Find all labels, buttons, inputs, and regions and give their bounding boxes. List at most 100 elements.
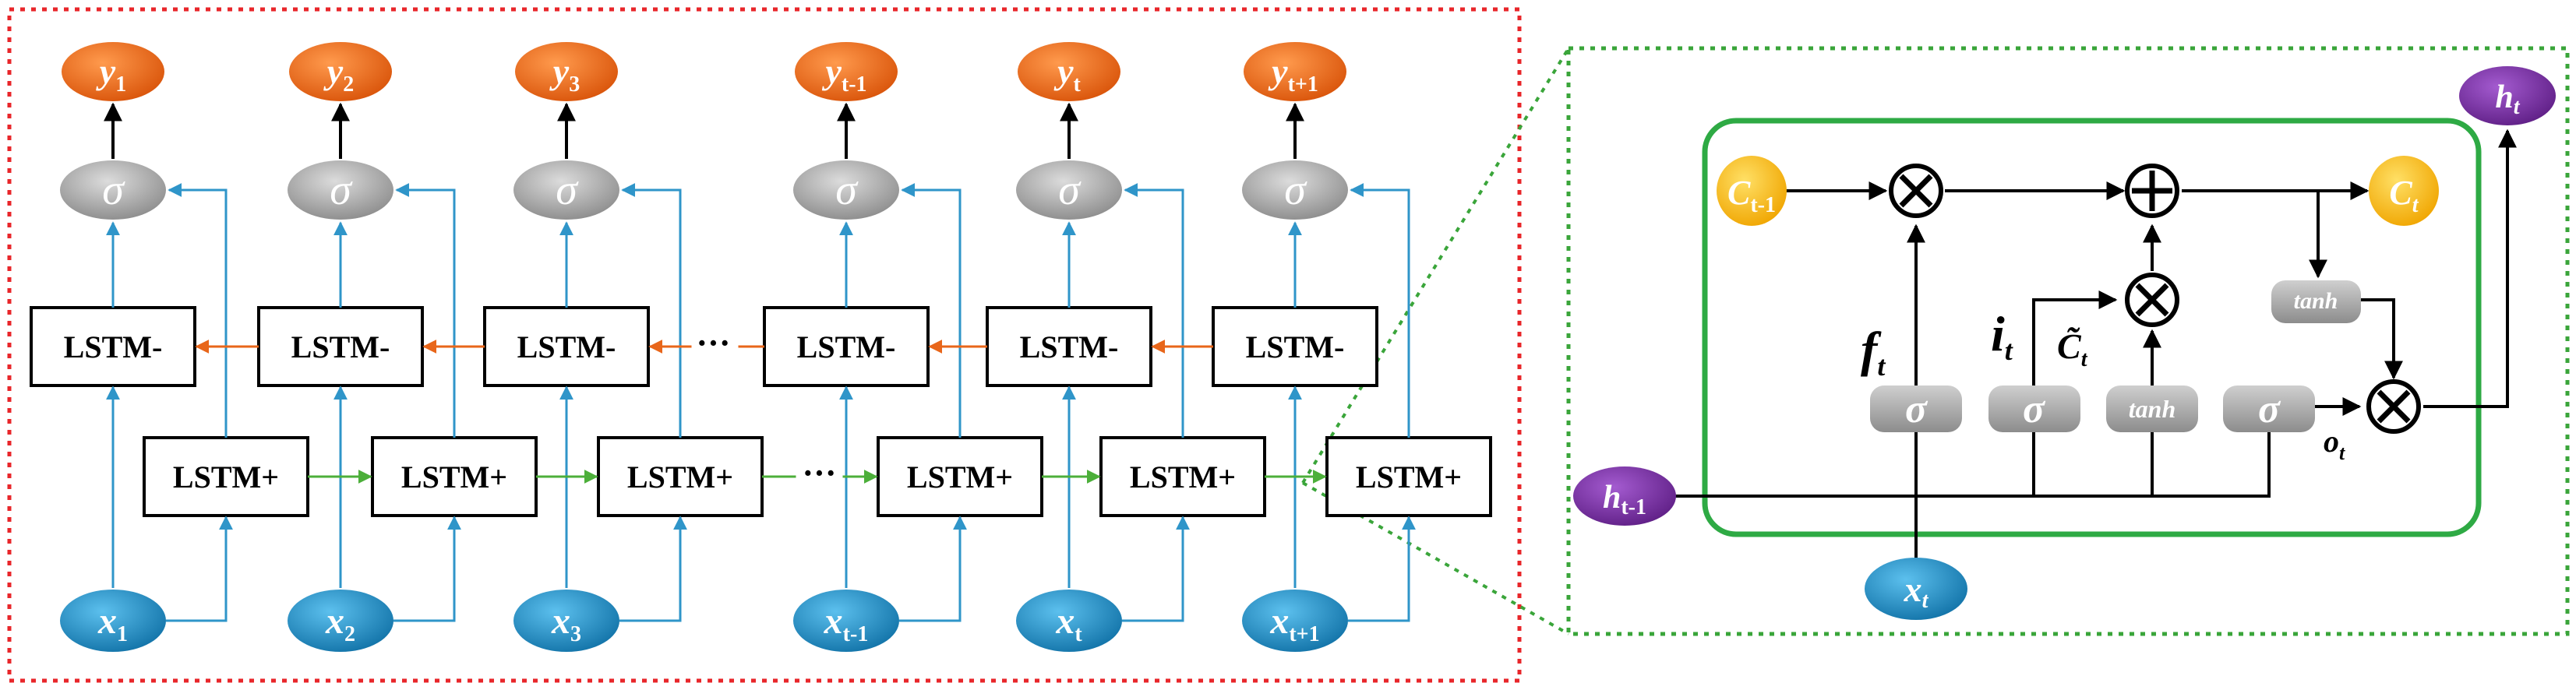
lstm-forward-label: LSTM+ — [1130, 459, 1236, 495]
output-node — [62, 42, 164, 101]
lstm-forward-label: LSTM+ — [907, 459, 1013, 495]
forward-to-sigma-arrow — [901, 183, 962, 438]
lstm-backward-label: LSTM- — [1020, 329, 1119, 364]
input-to-forward-arrow — [1122, 516, 1190, 622]
input-label: x2 — [325, 600, 355, 646]
input-node — [60, 590, 166, 652]
svg-text:Ct: Ct — [2389, 174, 2419, 217]
svg-text:ht: ht — [2495, 79, 2520, 119]
c-tilde-label: C̃t — [2057, 326, 2088, 371]
input-multiply-node — [2125, 273, 2179, 327]
lstm-backward-label: LSTM- — [797, 329, 896, 364]
forget-multiply-node — [1889, 164, 1943, 218]
forward-to-sigma-arrow — [621, 183, 682, 438]
sigma-label: σ — [330, 166, 353, 214]
i-gate-label: it — [1991, 306, 2013, 366]
input-label: x3 — [551, 600, 581, 646]
input-label: xt — [1055, 600, 1082, 646]
output-label: y1 — [96, 51, 126, 97]
input-to-forward-arrow — [393, 516, 461, 622]
output-label: yt+1 — [1268, 51, 1318, 97]
forward-to-sigma-arrow — [395, 183, 456, 438]
tanh-output-gate: tanh — [2271, 280, 2361, 323]
h-prev-node: ht-1 — [1573, 466, 1676, 526]
svg-text:tanh: tanh — [2129, 395, 2175, 423]
sigma-label: σ — [556, 166, 579, 214]
candidate-tanh-gate: tanh — [2106, 385, 2198, 432]
forward-ellipsis: ··· — [802, 454, 836, 492]
svg-text:σ: σ — [2023, 387, 2046, 431]
add-node — [2125, 164, 2179, 218]
c-next-node: Ct — [2369, 156, 2439, 226]
input-node — [513, 590, 619, 652]
input-label: xt-1 — [824, 600, 869, 646]
sigma-node — [513, 160, 619, 220]
output-node — [1244, 42, 1346, 101]
lstm-backward-label: LSTM- — [1246, 329, 1345, 364]
input-to-forward-arrow — [899, 516, 967, 622]
sigma-node — [60, 160, 166, 220]
input-node — [1242, 590, 1348, 652]
input-gate: σ — [1988, 385, 2080, 432]
output-multiply-node — [2366, 379, 2421, 434]
x-in-node: xt — [1865, 558, 1967, 620]
lstm-backward-label: LSTM- — [517, 329, 616, 364]
lstm-backward-box — [30, 306, 196, 387]
f-gate-label: ft — [1861, 322, 1886, 382]
input-node — [288, 590, 393, 652]
lstm-backward-box — [763, 306, 930, 387]
output-mult-to-h — [2423, 128, 2517, 408]
output-node — [515, 42, 618, 101]
forward-to-sigma-arrow — [168, 183, 228, 438]
svg-text:σ: σ — [2258, 387, 2281, 431]
lstm-backward-label: LSTM- — [64, 329, 163, 364]
svg-text:xt: xt — [1904, 569, 1929, 613]
lstm-forward-box — [597, 436, 764, 517]
lstm-forward-box — [1325, 436, 1492, 517]
input-gate-to-mult — [2032, 290, 2118, 385]
output-node — [289, 42, 392, 101]
lstm-forward-label: LSTM+ — [627, 459, 733, 495]
sigma-node — [1242, 160, 1348, 220]
lstm-forward-box — [143, 436, 309, 517]
input-label: x1 — [97, 600, 128, 646]
h-prev-bus — [1675, 428, 2271, 498]
sigma-label: σ — [102, 166, 125, 214]
input-label: xt+1 — [1269, 600, 1319, 646]
output-label: y2 — [323, 51, 354, 97]
cell-panel-border — [1566, 46, 2570, 636]
bilstm-panel-border — [7, 7, 1522, 683]
output-node — [795, 42, 898, 101]
sigma-node — [288, 160, 393, 220]
sigma-node — [793, 160, 899, 220]
input-node — [793, 590, 899, 652]
lstm-backward-label: LSTM- — [291, 329, 390, 364]
zoom-line-top — [1301, 47, 1570, 484]
zoom-line-bottom — [1302, 481, 1569, 635]
output-gate: σ — [2223, 385, 2315, 432]
tanh-to-output-mult — [2361, 298, 2403, 380]
sigma-node — [1016, 160, 1122, 220]
c-prev-node: Ct-1 — [1717, 156, 1787, 226]
forward-to-sigma-arrow — [1350, 183, 1410, 438]
input-to-forward-arrow — [1348, 516, 1416, 622]
svg-text:σ: σ — [1905, 387, 1928, 431]
lstm-forward-label: LSTM+ — [1356, 459, 1462, 495]
svg-text:tanh: tanh — [2294, 288, 2338, 314]
bilstm-network: y1σLSTM-LSTM+x1y2σLSTM-LSTM+x2y3σLSTM-LS… — [30, 42, 1492, 652]
input-node — [1016, 590, 1122, 652]
lstm-backward-box — [986, 306, 1152, 387]
sigma-label: σ — [1058, 166, 1082, 214]
output-label: yt — [1053, 51, 1081, 97]
output-label: yt-1 — [821, 51, 866, 97]
forward-to-sigma-arrow — [1124, 183, 1184, 438]
svg-text:Ct-1: Ct-1 — [1727, 174, 1776, 217]
o-gate-label: ot — [2324, 424, 2345, 464]
lstm-forward-label: LSTM+ — [401, 459, 507, 495]
lstm-forward-label: LSTM+ — [173, 459, 279, 495]
lstm-cell-detail: Ct-1 Ct — [1573, 66, 2556, 620]
svg-text:ht-1: ht-1 — [1603, 480, 1646, 519]
sigma-label: σ — [1284, 166, 1307, 214]
h-next-node: ht — [2459, 66, 2556, 125]
lstm-backward-box — [1212, 306, 1378, 387]
